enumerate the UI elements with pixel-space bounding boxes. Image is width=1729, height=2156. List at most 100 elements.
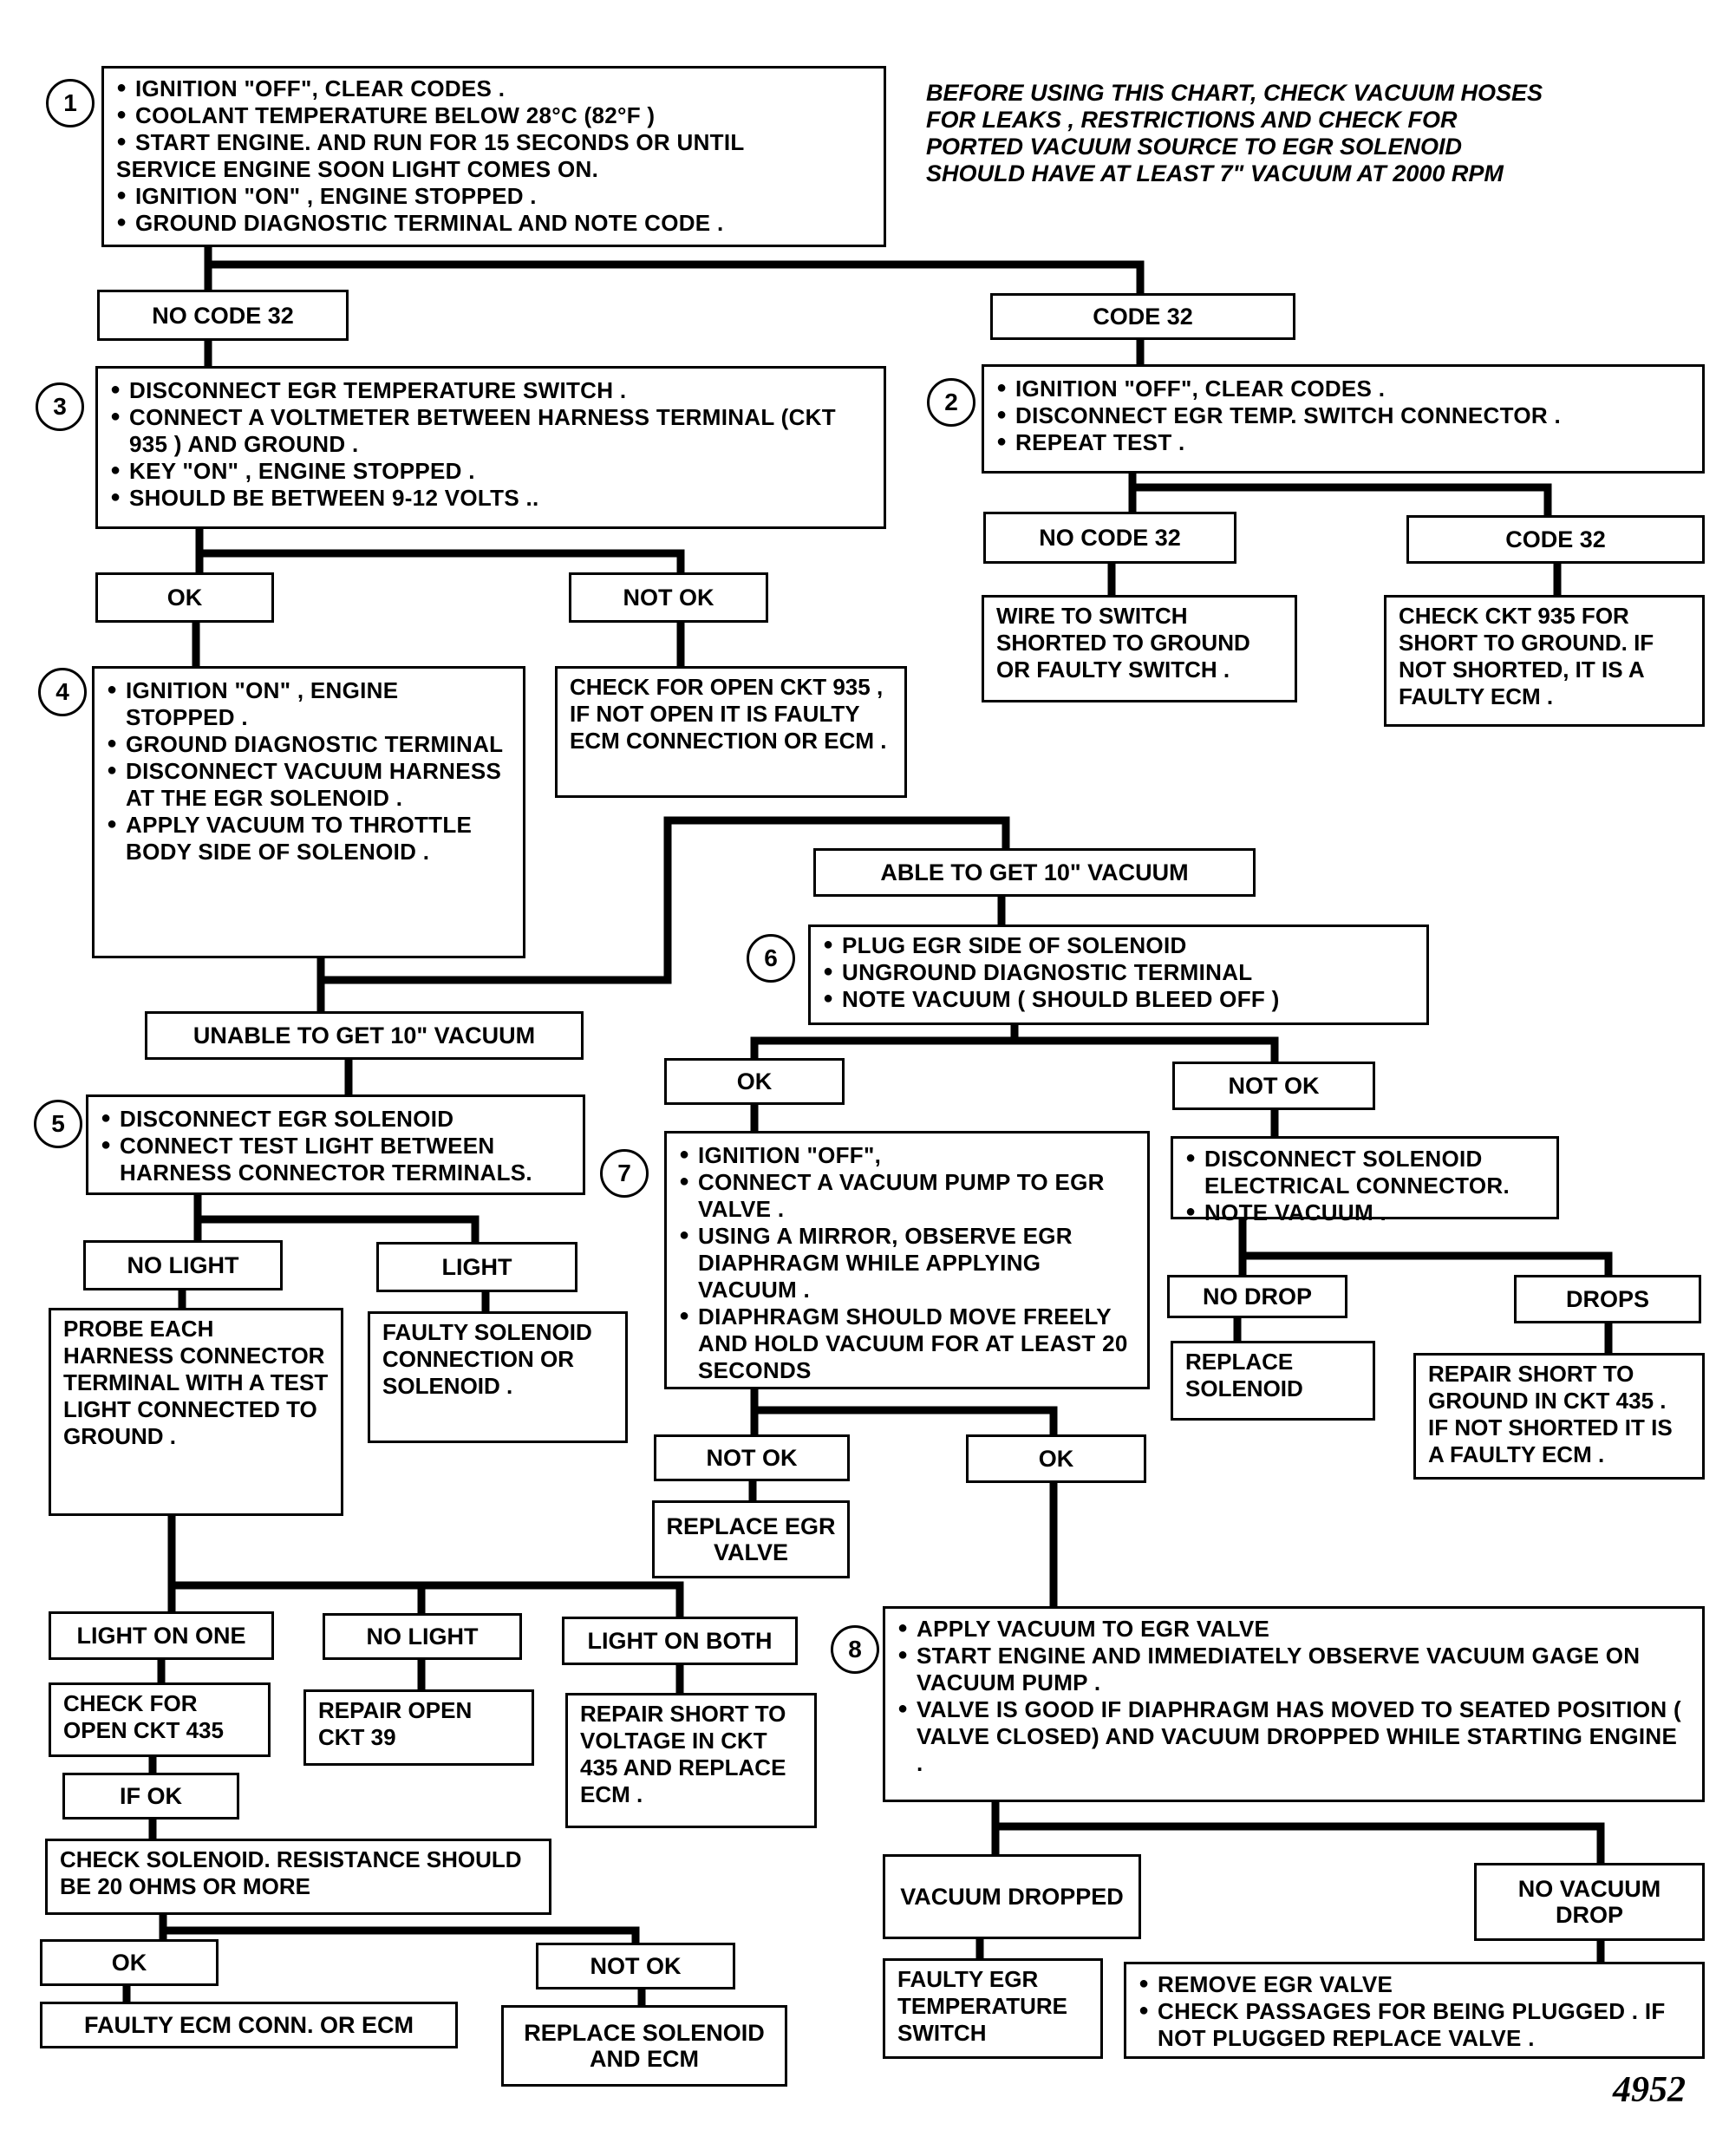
step-remove-egr-valve-box: REMOVE EGR VALVE CHECK PASSAGES FOR BEIN…: [1124, 1962, 1705, 2059]
step-5-item: DISCONNECT EGR SOLENOID: [101, 1105, 571, 1133]
line-step3-split: [195, 525, 685, 578]
step-4-item: GROUND DIAGNOSTIC TERMINAL: [107, 730, 511, 758]
line-step2-split: [1128, 469, 1552, 519]
result-replace-solenoid: REPLACE SOLENOID: [1171, 1341, 1375, 1421]
step-disconnect-solenoid-box: DISCONNECT SOLENOID ELECTRICAL CONNECTOR…: [1171, 1136, 1559, 1225]
result-check-solenoid-resistance: CHECK SOLENOID. RESISTANCE SHOULD BE 20 …: [45, 1839, 551, 1915]
label-not-ok-step7: NOT OK: [654, 1434, 850, 1481]
line-probe-split: [167, 1512, 684, 1621]
step-2-item: DISCONNECT EGR TEMP. SWITCH CONNECTOR .: [996, 402, 1690, 429]
step-number-1: 1: [46, 79, 95, 127]
step-number-3: 3: [36, 382, 84, 431]
result-faulty-egr-temp-switch: FAULTY EGR TEMPERATURE SWITCH: [883, 1958, 1103, 2059]
line-step5-split: [193, 1191, 480, 1248]
label-code-32-repeat: CODE 32: [1406, 515, 1705, 564]
step-1-item: COOLANT TEMPERATURE BELOW 28°C (82°F ): [116, 101, 871, 129]
step-3-item: CONNECT A VOLTMETER BETWEEN HARNESS TERM…: [110, 403, 871, 458]
step-1-item: IGNITION "OFF", CLEAR CODES .: [116, 75, 871, 102]
step-number-4: 4: [38, 668, 87, 716]
disconnect-solenoid-item: DISCONNECT SOLENOID ELECTRICAL CONNECTOR…: [1185, 1145, 1544, 1199]
label-code-32: CODE 32: [990, 293, 1295, 340]
result-faulty-solenoid-connection: FAULTY SOLENOID CONNECTION OR SOLENOID .: [368, 1311, 628, 1443]
pre-check-note: BEFORE USING THIS CHART, CHECK VACUUM HO…: [926, 80, 1543, 186]
result-check-open-435: CHECK FOR OPEN CKT 435: [49, 1682, 271, 1757]
result-check-ckt935-short: CHECK CKT 935 FOR SHORT TO GROUND. IF NO…: [1384, 595, 1705, 727]
step-number-8: 8: [831, 1625, 879, 1674]
line-solenoid-split: [1238, 1215, 1613, 1281]
label-ok-step6: OK: [664, 1058, 845, 1105]
step-1-item: GROUND DIAGNOSTIC TERMINAL AND NOTE CODE…: [116, 209, 871, 237]
step-8-item: APPLY VACUUM TO EGR VALVE: [897, 1615, 1690, 1643]
result-faulty-ecm: FAULTY ECM CONN. OR ECM: [40, 2002, 458, 2048]
label-light-on-both: LIGHT ON BOTH: [562, 1617, 798, 1665]
label-no-vacuum-drop: NO VACUUM DROP: [1474, 1863, 1705, 1941]
label-no-light-probe: NO LIGHT: [323, 1613, 522, 1660]
step-4-item: DISCONNECT VACUUM HARNESS AT THE EGR SOL…: [107, 757, 511, 812]
step-3-item: SHOULD BE BETWEEN 9-12 VOLTS ..: [110, 484, 871, 512]
label-light-step5: LIGHT: [376, 1242, 577, 1292]
step-6-item: UNGROUND DIAGNOSTIC TERMINAL: [823, 958, 1414, 986]
label-ok-step3: OK: [95, 572, 274, 623]
label-ok-step7: OK: [966, 1434, 1146, 1483]
step-number-2: 2: [927, 378, 975, 427]
result-replace-egr-valve: REPLACE EGR VALVE: [652, 1500, 850, 1578]
step-7-item: CONNECT A VACUUM PUMP TO EGR VALVE .: [679, 1168, 1135, 1223]
step-2-box: IGNITION "OFF", CLEAR CODES . DISCONNECT…: [982, 364, 1705, 474]
line-step1-split: [204, 243, 1145, 304]
step-7-item: USING A MIRROR, OBSERVE EGR DIAPHRAGM WH…: [679, 1222, 1135, 1303]
step-2-item: REPEAT TEST .: [996, 428, 1690, 456]
label-no-drop: NO DROP: [1167, 1275, 1347, 1318]
step-3-box: DISCONNECT EGR TEMPERATURE SWITCH . CONN…: [95, 366, 886, 529]
line-step8-split: [991, 1798, 1605, 1867]
step-6-item: NOTE VACUUM ( SHOULD BLEED OFF ): [823, 985, 1414, 1013]
label-unable-10-vacuum: UNABLE TO GET 10" VACUUM: [145, 1011, 584, 1060]
disconnect-solenoid-item: NOTE VACUUM .: [1185, 1199, 1544, 1226]
label-able-10-vacuum: ABLE TO GET 10" VACUUM: [813, 848, 1256, 897]
label-drops: DROPS: [1514, 1275, 1701, 1323]
line-resistance-split: [159, 1911, 640, 1947]
result-repair-short-voltage: REPAIR SHORT TO VOLTAGE IN CKT 435 AND R…: [565, 1693, 817, 1828]
step-1-item: IGNITION "ON" , ENGINE STOPPED .: [116, 182, 871, 210]
line-step7-split: [750, 1385, 1058, 1439]
step-5-box: DISCONNECT EGR SOLENOID CONNECT TEST LIG…: [86, 1094, 585, 1195]
label-no-code-32-repeat: NO CODE 32: [983, 512, 1236, 564]
result-probe-terminals: PROBE EACH HARNESS CONNECTOR TERMINAL WI…: [49, 1308, 343, 1516]
step-1-item: SERVICE ENGINE SOON LIGHT COMES ON.: [116, 156, 599, 182]
result-repair-open-39: REPAIR OPEN CKT 39: [303, 1689, 534, 1766]
result-check-open-935: CHECK FOR OPEN CKT 935 , IF NOT OPEN IT …: [555, 666, 907, 798]
step-3-item: DISCONNECT EGR TEMPERATURE SWITCH .: [110, 376, 871, 404]
result-repair-short-ground-435: REPAIR SHORT TO GROUND IN CKT 435 . IF N…: [1413, 1353, 1705, 1480]
label-not-ok-step6: NOT OK: [1172, 1062, 1375, 1110]
step-1-item: START ENGINE. AND RUN FOR 15 SECONDS OR …: [116, 128, 871, 156]
step-number-6: 6: [747, 934, 795, 983]
label-not-ok-resistance: NOT OK: [536, 1943, 735, 1989]
step-4-item: APPLY VACUUM TO THROTTLE BODY SIDE OF SO…: [107, 811, 511, 866]
step-3-item: KEY "ON" , ENGINE STOPPED .: [110, 457, 871, 485]
step-6-box: PLUG EGR SIDE OF SOLENOID UNGROUND DIAGN…: [808, 924, 1429, 1025]
line-step6-split: [750, 1021, 1279, 1069]
label-not-ok-step3: NOT OK: [569, 572, 768, 623]
figure-number: 4952: [1613, 2070, 1686, 2110]
label-vacuum-dropped: VACUUM DROPPED: [883, 1854, 1141, 1939]
step-1-box: IGNITION "OFF", CLEAR CODES . COOLANT TE…: [101, 66, 886, 247]
step-4-item: IGNITION "ON" , ENGINE STOPPED .: [107, 676, 511, 731]
step-8-box: APPLY VACUUM TO EGR VALVE START ENGINE A…: [883, 1606, 1705, 1802]
label-no-code-32: NO CODE 32: [97, 290, 349, 341]
step-2-item: IGNITION "OFF", CLEAR CODES .: [996, 375, 1690, 402]
step-5-item: CONNECT TEST LIGHT BETWEEN HARNESS CONNE…: [101, 1132, 571, 1186]
step-7-item: DIAPHRAGM SHOULD MOVE FREELY AND HOLD VA…: [679, 1303, 1135, 1384]
remove-egr-valve-item: REMOVE EGR VALVE: [1139, 1970, 1690, 1998]
step-6-item: PLUG EGR SIDE OF SOLENOID: [823, 931, 1414, 959]
label-light-on-one: LIGHT ON ONE: [49, 1611, 274, 1660]
step-8-item: VALVE IS GOOD IF DIAPHRAGM HAS MOVED TO …: [897, 1695, 1690, 1777]
label-ok-resistance: OK: [40, 1939, 219, 1986]
result-replace-solenoid-ecm: REPLACE SOLENOID AND ECM: [501, 2005, 787, 2087]
label-if-ok: IF OK: [62, 1773, 239, 1820]
step-number-7: 7: [600, 1149, 649, 1198]
remove-egr-valve-item: CHECK PASSAGES FOR BEING PLUGGED . IF NO…: [1139, 1997, 1690, 2052]
step-7-box: IGNITION "OFF", CONNECT A VACUUM PUMP TO…: [664, 1131, 1150, 1389]
step-4-box: IGNITION "ON" , ENGINE STOPPED . GROUND …: [92, 666, 525, 958]
step-8-item: START ENGINE AND IMMEDIATELY OBSERVE VAC…: [897, 1642, 1690, 1696]
